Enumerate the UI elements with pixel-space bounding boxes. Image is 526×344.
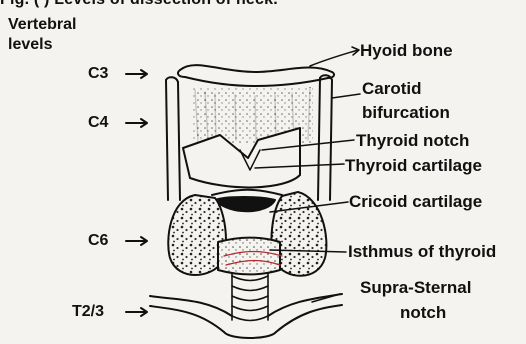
carotid-right [318,75,332,200]
hyoid-bone [178,65,334,86]
thyroid-isthmus [218,238,280,275]
cricoid-cartilage [212,190,282,212]
level-arrows [126,70,147,316]
carotid-left [166,77,180,200]
trachea-rings [232,274,268,321]
